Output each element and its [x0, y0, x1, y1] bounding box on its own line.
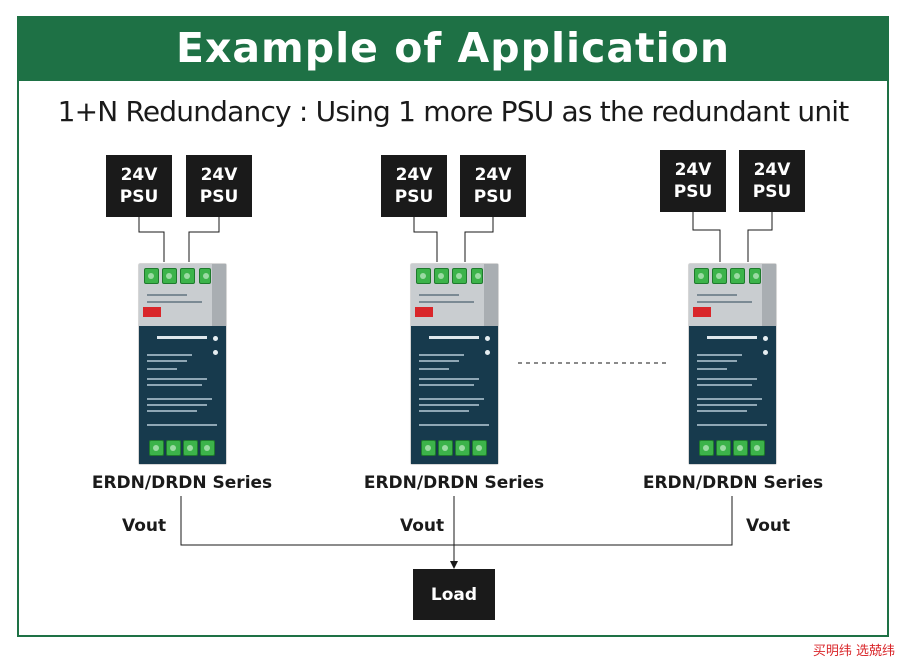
redundancy-module-2	[411, 264, 498, 464]
wire-3a	[692, 212, 721, 262]
wire-3b	[747, 212, 773, 262]
psu-box-3b: 24V PSU	[739, 150, 805, 212]
load-box: Load	[413, 569, 495, 620]
psu-box-2b: 24V PSU	[460, 155, 526, 217]
psu-voltage-label: 24V	[120, 165, 158, 185]
brand-logo	[415, 307, 433, 317]
psu-voltage-label: 24V	[753, 160, 791, 180]
psu-type-label: PSU	[473, 187, 513, 207]
brand-logo	[143, 307, 161, 317]
psu-type-label: PSU	[752, 182, 792, 202]
series-label-1: ERDN/DRDN Series	[91, 473, 273, 493]
psu-type-label: PSU	[394, 187, 434, 207]
brand-logo	[693, 307, 711, 317]
wire-1a	[138, 217, 165, 262]
psu-type-label: PSU	[119, 187, 159, 207]
series-label-2: ERDN/DRDN Series	[363, 473, 545, 493]
psu-type-label: PSU	[199, 187, 239, 207]
wire-2b	[464, 217, 494, 262]
psu-voltage-label: 24V	[674, 160, 712, 180]
load-arrow	[450, 561, 458, 569]
diagram-subtitle: 1+N Redundancy : Using 1 more PSU as the…	[57, 95, 850, 128]
vout-label-2: Vout	[400, 516, 445, 536]
redundancy-module-1	[139, 264, 226, 464]
wire-1b	[188, 217, 220, 262]
wire-2a	[413, 217, 438, 262]
page-title: Example of Application	[17, 16, 889, 81]
series-label-3: ERDN/DRDN Series	[642, 473, 824, 493]
psu-voltage-label: 24V	[200, 165, 238, 185]
psu-voltage-label: 24V	[395, 165, 433, 185]
psu-voltage-label: 24V	[474, 165, 512, 185]
vout-label-3: Vout	[746, 516, 791, 536]
redundancy-module-3	[689, 264, 776, 464]
psu-box-1a: 24V PSU	[106, 155, 172, 217]
psu-box-2a: 24V PSU	[381, 155, 447, 217]
psu-box-1b: 24V PSU	[186, 155, 252, 217]
psu-type-label: PSU	[673, 182, 713, 202]
psu-box-3a: 24V PSU	[660, 150, 726, 212]
vout-label-1: Vout	[122, 516, 167, 536]
watermark: 买明纬 选兢纬	[812, 644, 895, 659]
output-bus	[180, 496, 733, 546]
